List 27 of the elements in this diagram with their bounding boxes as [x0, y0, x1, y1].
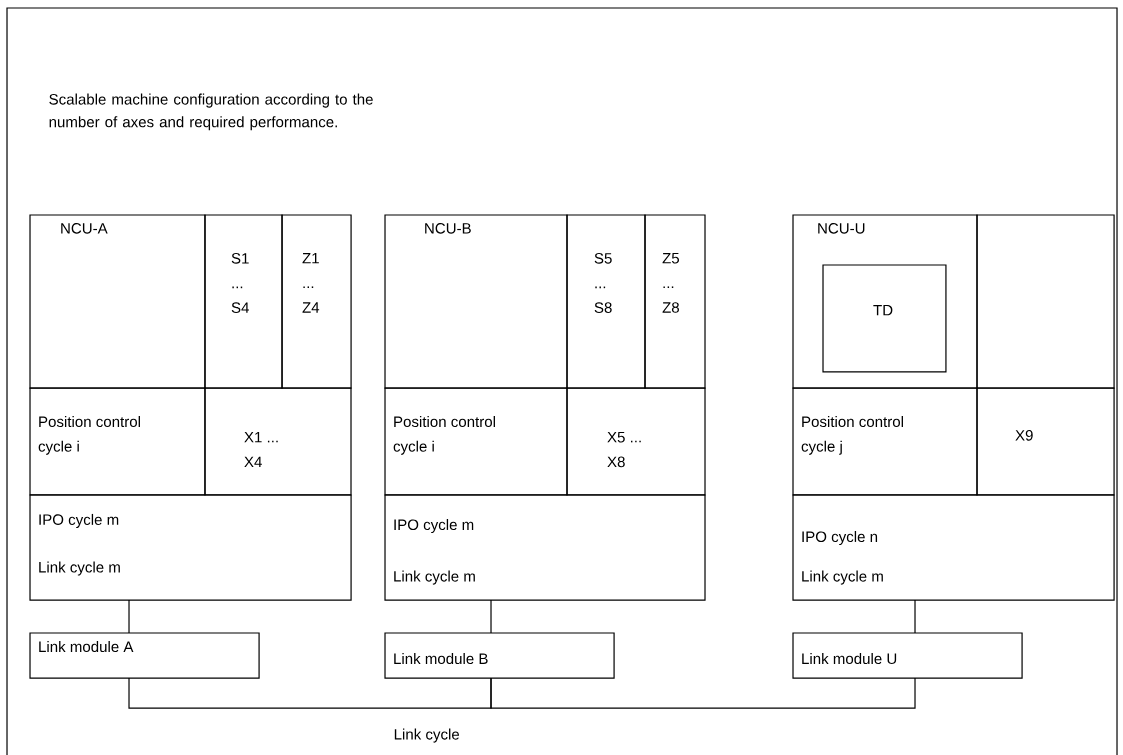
unit-cell: NCU-B: [384, 214, 568, 389]
bus-line: [490, 677, 916, 709]
unit-cell: S1 ... S4: [204, 214, 283, 389]
connector-line: [490, 599, 492, 634]
module-box: Link module A: [29, 632, 260, 679]
module-box: Link module U: [792, 632, 1023, 679]
unit-cell: X9: [976, 387, 1115, 496]
unit-cell: NCU-A: [29, 214, 206, 389]
inner-box: TD: [822, 264, 947, 373]
unit-cell: Position control cycle i: [384, 387, 568, 496]
unit-cell: Z5 ... Z8: [644, 214, 706, 389]
heading-text: Scalable machine configuration according to the number of axes and required performance.: [49, 93, 373, 131]
unit-cell: IPO cycle m Link cycle m: [29, 494, 352, 601]
module-box: Link module B: [384, 632, 615, 679]
connector-line: [128, 599, 130, 634]
unit-cell: Position control cycle i: [29, 387, 206, 496]
bus-line: [128, 677, 492, 709]
unit-cell: Z1 ... Z4: [281, 214, 352, 389]
unit-cell: Position control cycle j: [792, 387, 978, 496]
unit-cell: [976, 214, 1115, 389]
unit-cell: X5 ... X8: [566, 387, 706, 496]
unit-cell: S5 ... S8: [566, 214, 646, 389]
bus-label: Link cycle: [394, 728, 460, 743]
unit-cell: X1 ... X4: [204, 387, 352, 496]
unit-cell: IPO cycle m Link cycle m: [384, 494, 706, 601]
unit-cell: IPO cycle n Link cycle m: [792, 494, 1115, 601]
connector-line: [914, 599, 916, 634]
